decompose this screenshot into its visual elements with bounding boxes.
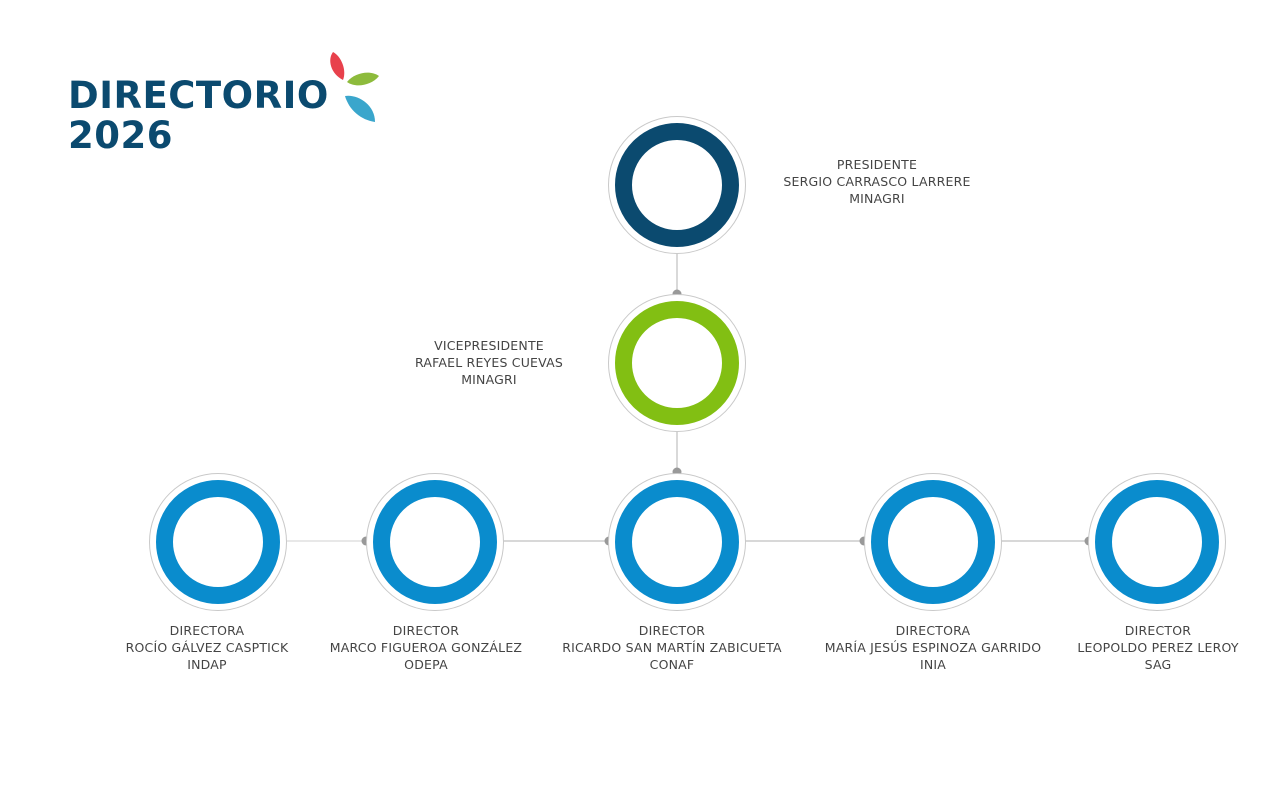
director-name: LEOPOLDO PEREZ LEROY: [1077, 640, 1239, 655]
president-role: PRESIDENTE: [836, 157, 918, 172]
director-org: INDAP: [187, 657, 227, 672]
vice-president-ring: [615, 301, 739, 425]
director-ring: [1095, 480, 1219, 604]
vice-president-role: VICEPRESIDENTE: [434, 338, 544, 353]
director-name: ROCÍO GÁLVEZ CASPTICK: [125, 640, 289, 655]
green-petal: [347, 72, 379, 86]
title-line-1: DIRECTORIO: [68, 74, 329, 117]
director-node-odepa: [366, 473, 504, 611]
blue-petal: [345, 95, 375, 122]
director-label-sag: DIRECTOR LEOPOLDO PEREZ LEROY SAG: [1062, 622, 1254, 673]
vice-president-node: [608, 294, 746, 432]
director-label-odepa: DIRECTOR MARCO FIGUEROA GONZÁLEZ ODEPA: [316, 622, 536, 673]
director-node-conaf: [608, 473, 746, 611]
vice-president-name: RAFAEL REYES CUEVAS: [415, 355, 563, 370]
vice-president-org: MINAGRI: [461, 372, 517, 387]
red-petal: [330, 52, 345, 80]
director-node-sag: [1088, 473, 1226, 611]
director-role: DIRECTORA: [895, 623, 971, 638]
director-org: ODEPA: [404, 657, 448, 672]
director-name: RICARDO SAN MARTÍN ZABICUETA: [562, 640, 782, 655]
director-org: SAG: [1144, 657, 1172, 672]
director-ring: [373, 480, 497, 604]
leaf-logo-icon: [330, 52, 379, 122]
president-name: SERGIO CARRASCO LARRERE: [783, 174, 971, 189]
director-role: DIRECTOR: [1124, 623, 1192, 638]
director-role: DIRECTOR: [638, 623, 706, 638]
president-ring: [615, 123, 739, 247]
director-org: INIA: [919, 657, 947, 672]
director-name: MARCO FIGUEROA GONZÁLEZ: [329, 640, 523, 655]
director-role: DIRECTORA: [169, 623, 245, 638]
director-name: MARÍA JESÚS ESPINOZA GARRIDO: [824, 640, 1042, 655]
director-node-inia: [864, 473, 1002, 611]
director-ring: [156, 480, 280, 604]
director-ring: [615, 480, 739, 604]
director-label-conaf: DIRECTOR RICARDO SAN MARTÍN ZABICUETA CO…: [548, 622, 796, 673]
director-label-indap: DIRECTORA ROCÍO GÁLVEZ CASPTICK INDAP: [107, 622, 307, 673]
director-ring: [871, 480, 995, 604]
president-label: PRESIDENTE SERGIO CARRASCO LARRERE MINAG…: [776, 156, 978, 207]
director-org: CONAF: [649, 657, 695, 672]
president-node: [608, 116, 746, 254]
president-org: MINAGRI: [849, 191, 905, 206]
page-title: DIRECTORIO 2026: [68, 76, 329, 156]
vice-president-label: VICEPRESIDENTE RAFAEL REYES CUEVAS MINAG…: [405, 337, 573, 388]
director-role: DIRECTOR: [392, 623, 460, 638]
title-line-2: 2026: [68, 114, 173, 157]
director-label-inia: DIRECTORA MARÍA JESÚS ESPINOZA GARRIDO I…: [808, 622, 1058, 673]
director-node-indap: [149, 473, 287, 611]
